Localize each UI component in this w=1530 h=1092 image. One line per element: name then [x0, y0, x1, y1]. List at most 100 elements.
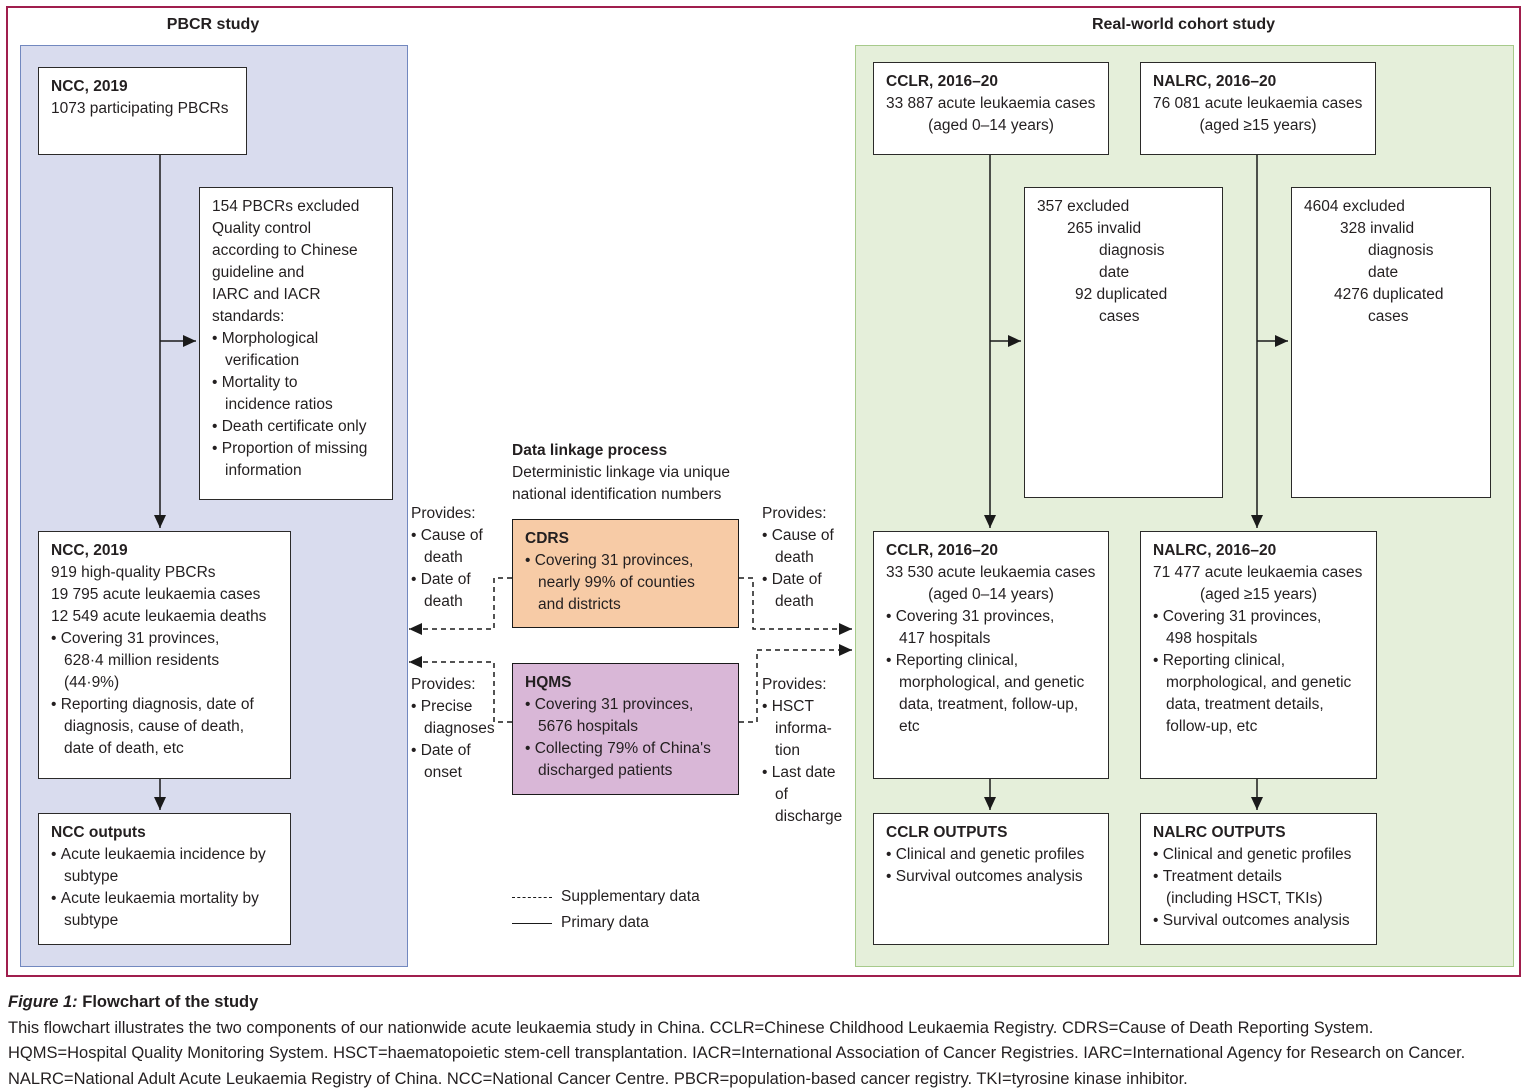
text-line: according to Chinese	[212, 242, 358, 259]
text-line: Deterministic linkage via unique	[512, 464, 730, 481]
text-line: and districts	[538, 596, 621, 613]
cclr-outputs-box: CCLR OUTPUTSClinical and genetic profile…	[873, 813, 1109, 945]
text-line: Date of	[411, 569, 503, 591]
text-line: CCLR OUTPUTS	[886, 824, 1008, 841]
caption-line: HQMS=Hospital Quality Monitoring System.…	[8, 1044, 1466, 1062]
text-line: HSCT	[762, 696, 854, 718]
text-line: death	[424, 549, 463, 566]
text-line: diagnoses	[424, 720, 495, 737]
text-line: 4276 duplicated	[1334, 286, 1444, 303]
text-line: Cause of	[411, 525, 503, 547]
text-line: NCC outputs	[51, 824, 146, 841]
figure-number-label: Figure 1:	[8, 993, 78, 1011]
text-line: 5676 hospitals	[538, 718, 638, 735]
text-line: diagnosis, cause of death,	[64, 718, 245, 735]
text-line: etc	[899, 718, 920, 735]
text-line: Reporting clinical,	[886, 650, 1096, 672]
text-line: informa-	[775, 720, 832, 737]
ncc-2019-box: NCC, 2019 1073 participating PBCRs	[38, 67, 247, 155]
nalrc-2016-20-box: NALRC, 2016–20 76 081 acute leukaemia cas…	[1140, 62, 1376, 155]
text-line: Morphological	[212, 328, 380, 350]
caption-heading: Figure 1: Flowchart of the study	[8, 990, 1524, 1016]
text-line: NALRC, 2016–20	[1153, 73, 1277, 90]
text-line: Reporting diagnosis, date of	[51, 694, 278, 716]
text-line: morphological, and genetic	[899, 674, 1085, 691]
text-line: data, treatment, follow-up,	[899, 696, 1079, 713]
text-line: 154 PBCRs excluded	[212, 198, 360, 215]
text-line: guideline and	[212, 264, 305, 281]
text-line: national identification numbers	[512, 486, 722, 503]
line-legend: Supplementary data Primary data	[512, 884, 700, 936]
text-line: (including HSCT, TKIs)	[1166, 890, 1323, 907]
text-line: death	[424, 593, 463, 610]
right-panel-title: Real-world cohort study	[1091, 16, 1276, 33]
text-line: Acute leukaemia mortality by	[51, 888, 278, 910]
text-line: (aged 0–14 years)	[928, 117, 1054, 134]
nalrc-outputs-box: NALRC OUTPUTSClinical and genetic profil…	[1140, 813, 1377, 945]
text-line: Mortality to	[212, 372, 380, 394]
ncc-outputs-box: NCC outputsAcute leukaemia incidence by s…	[38, 813, 291, 945]
text-line: information	[225, 462, 302, 479]
text-line: of	[775, 786, 788, 803]
text-line: Precise	[411, 696, 503, 718]
text-line: Acute leukaemia incidence by	[51, 844, 278, 866]
text-line: Last date	[762, 762, 854, 784]
caption-line: This flowchart illustrates the two compo…	[8, 1018, 1374, 1037]
text-line: 76 081 acute leukaemia cases	[1153, 95, 1363, 112]
text-line: 33 887 acute leukaemia cases	[886, 95, 1096, 112]
text-line: (44·9%)	[64, 674, 120, 691]
legend-supplementary-label: Supplementary data	[561, 888, 700, 905]
text-line: Provides:	[762, 676, 827, 693]
text-line: Survival outcomes analysis	[1153, 910, 1364, 932]
text-line: Cause of	[762, 525, 854, 547]
legend-primary-row: Primary data	[512, 910, 700, 936]
text-line: standards:	[212, 308, 285, 325]
text-line: 265 invalid	[1067, 220, 1142, 237]
text-line: incidence ratios	[225, 396, 333, 413]
text-line: cases	[1368, 308, 1409, 325]
figure-title: Flowchart of the study	[77, 993, 259, 1011]
text-line: cases	[1099, 308, 1140, 325]
text-line: Death certificate only	[212, 416, 380, 438]
text-line: IARC and IACR	[212, 286, 321, 303]
text-line: 919 high-quality PBCRs	[51, 564, 216, 581]
text-line: Collecting 79% of China's	[525, 738, 726, 760]
text-line: 33 530 acute leukaemia cases	[886, 564, 1096, 581]
text-line: onset	[424, 764, 462, 781]
text-line: verification	[225, 352, 300, 369]
text-line: diagnosis	[1368, 242, 1434, 259]
text-line: Survival outcomes analysis	[886, 866, 1096, 888]
text-line: discharged patients	[538, 762, 673, 779]
text-line: Provides:	[411, 505, 476, 522]
text-line: 12 549 acute leukaemia deaths	[51, 608, 267, 625]
text-line: NALRC OUTPUTS	[1153, 824, 1286, 841]
text-line: diagnosis	[1099, 242, 1165, 259]
dashed-line-sample	[512, 896, 552, 898]
text-line: 1073 participating PBCRs	[51, 100, 229, 117]
text-line: Quality control	[212, 220, 312, 237]
text-line: 71 477 acute leukaemia cases	[1153, 564, 1363, 581]
text-line: 498 hospitals	[1166, 630, 1258, 647]
text-line: death	[775, 549, 814, 566]
legend-primary-label: Primary data	[561, 914, 649, 931]
left-panel-title: PBCR study	[166, 16, 260, 33]
text-line: HQMS	[525, 674, 572, 691]
text-line: date	[1099, 264, 1130, 281]
text-line: Covering 31 provinces,	[525, 550, 726, 572]
text-line: Covering 31 provinces,	[51, 628, 278, 650]
text-line: NCC, 2019	[51, 542, 128, 559]
text-line: subtype	[64, 912, 119, 929]
figure-caption: Figure 1: Flowchart of the study This fl…	[8, 990, 1524, 1092]
text-line: NCC, 2019	[51, 78, 128, 95]
text-line: (aged ≥15 years)	[1199, 586, 1318, 603]
